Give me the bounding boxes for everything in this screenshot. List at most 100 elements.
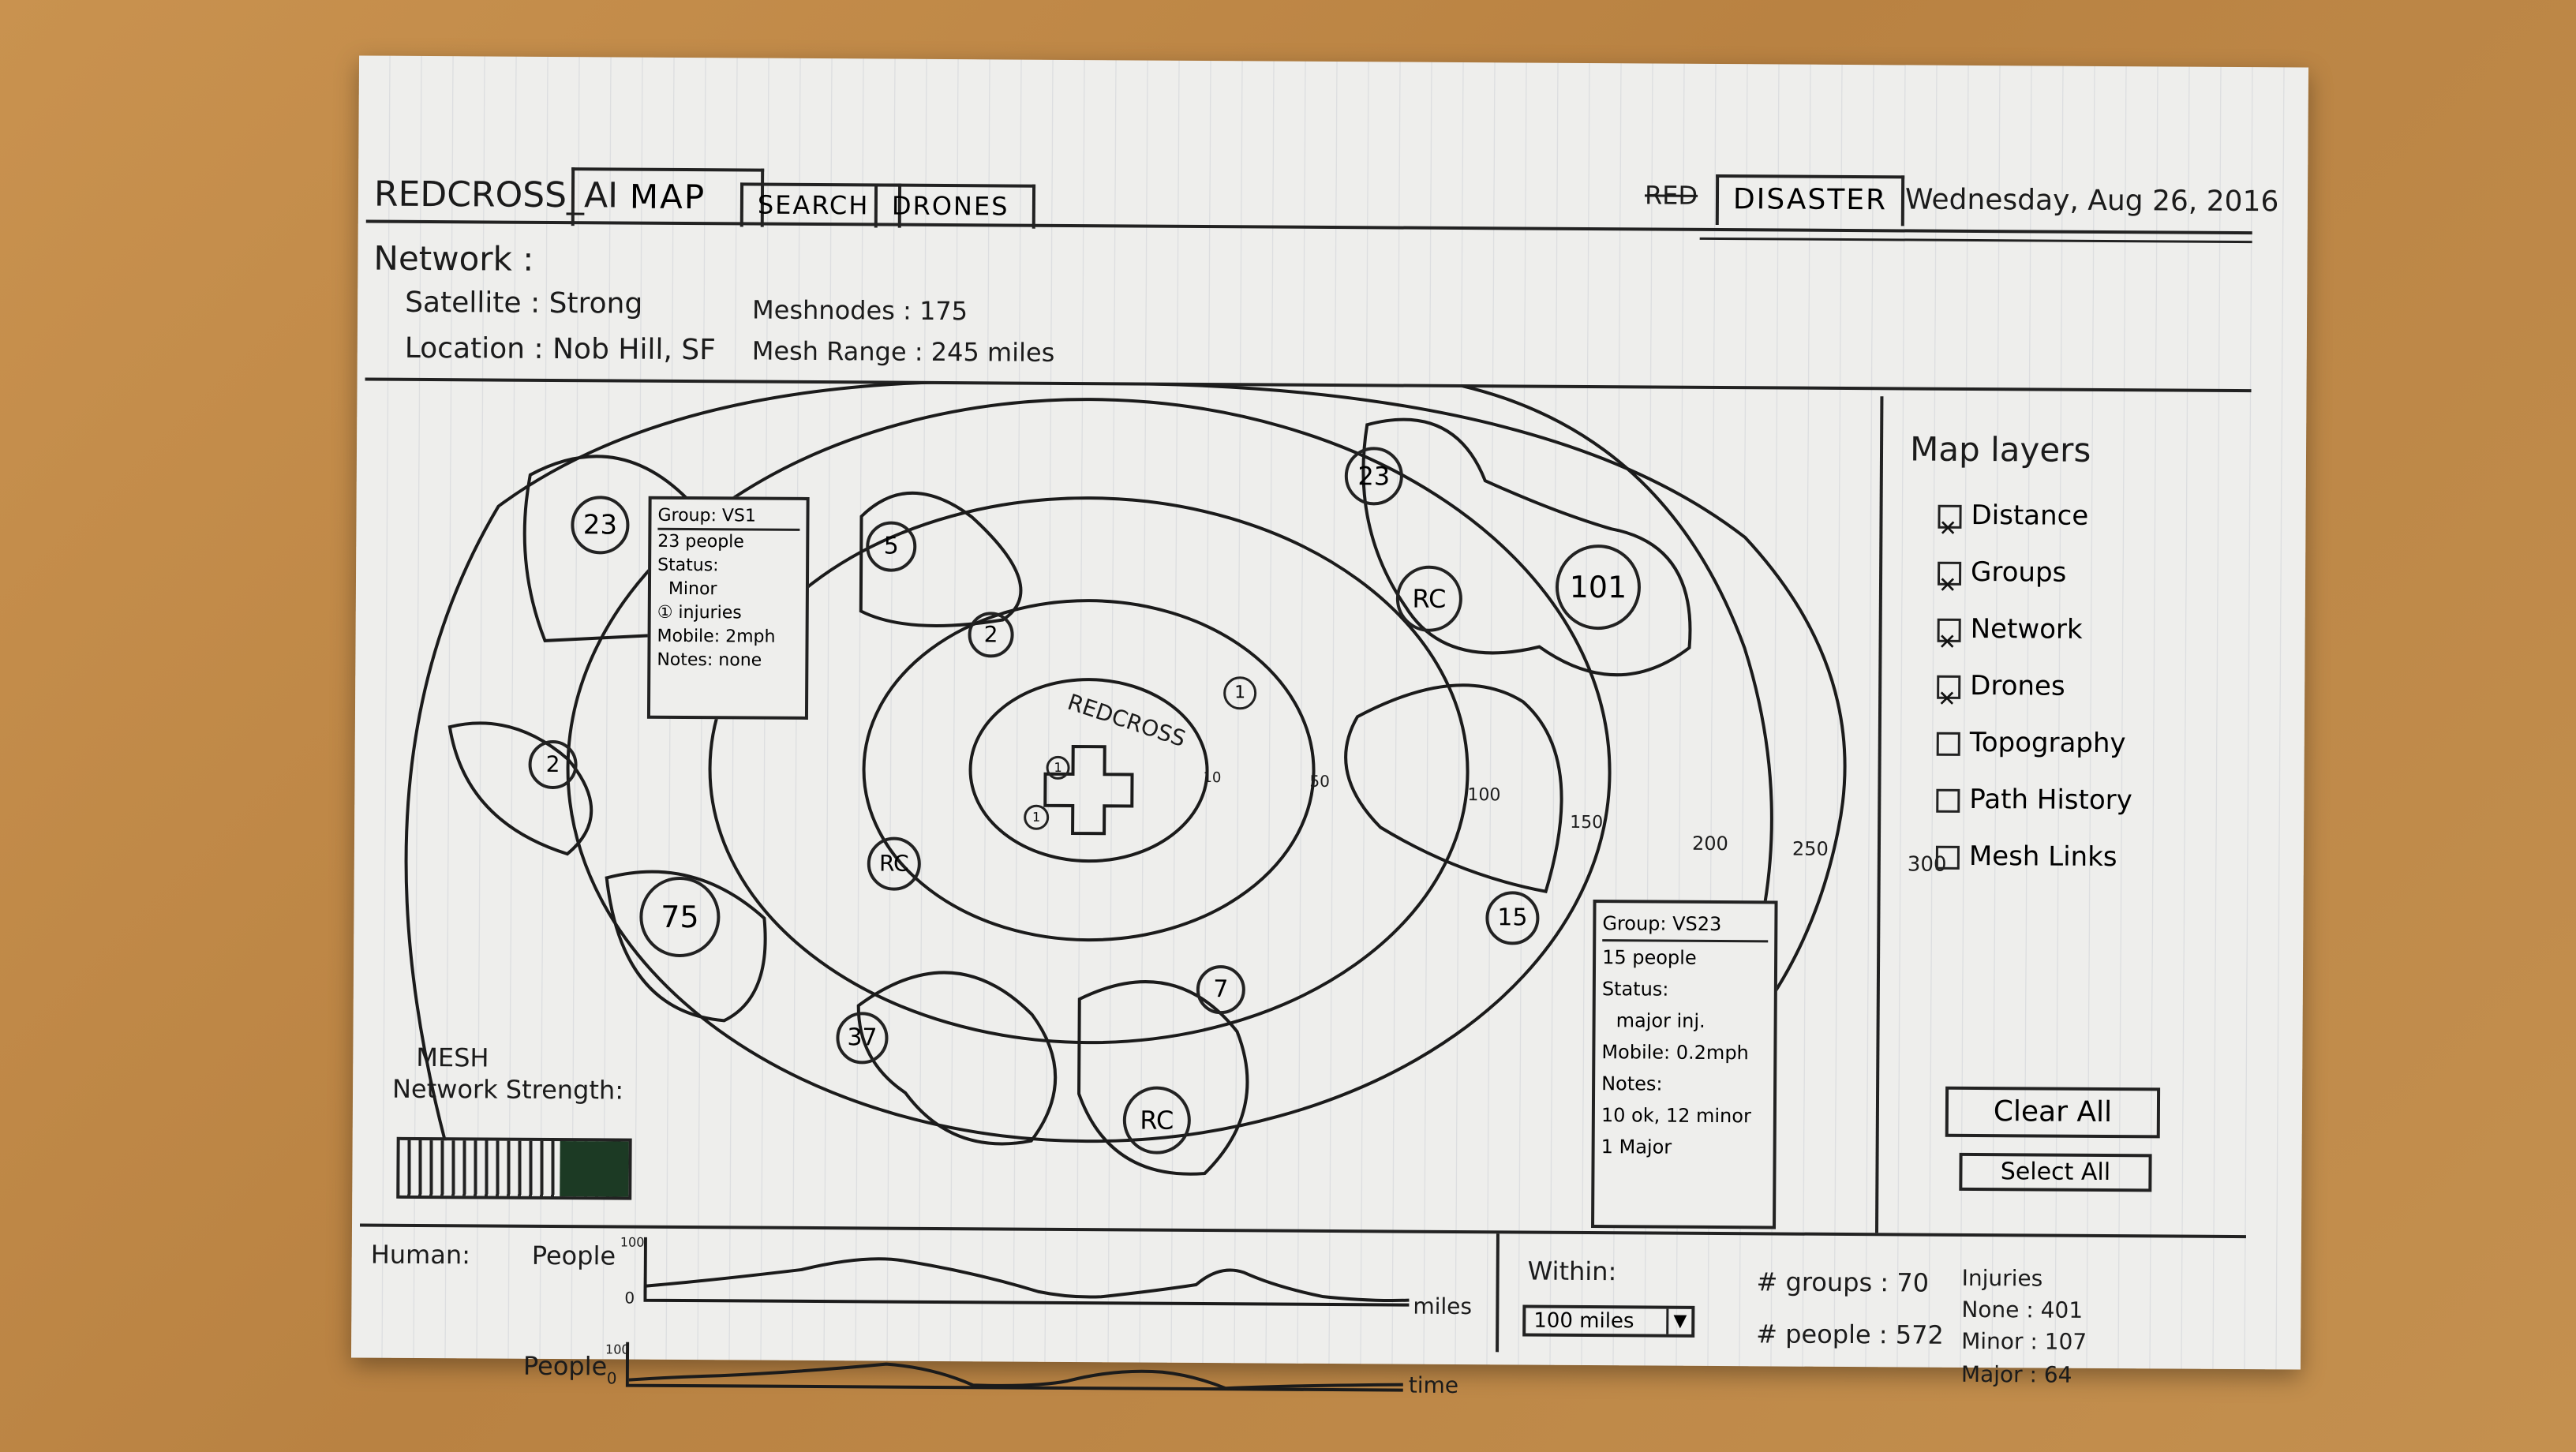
- mesh-strength-label: Network Strength:: [391, 1073, 624, 1106]
- distance-ring-50: [862, 599, 1316, 942]
- map-node[interactable]: 23: [1344, 447, 1404, 506]
- ring-label: 100: [1467, 785, 1501, 806]
- popup-line: 1 Major: [1601, 1136, 1672, 1158]
- chart1-ymax: 100: [620, 1234, 645, 1250]
- popup-title: Group: VS23: [1602, 908, 1769, 943]
- map-node-rc[interactable]: RC: [1122, 1086, 1192, 1154]
- chart2-xlabel: time: [1408, 1372, 1459, 1399]
- within-label: Within:: [1527, 1256, 1617, 1287]
- layers-title: Map layers: [1909, 429, 2091, 470]
- layer-label: Distance: [1971, 499, 2089, 532]
- map-node[interactable]: 7: [1196, 964, 1246, 1015]
- layer-item[interactable]: Topography: [1936, 714, 2133, 773]
- group-region-6: [856, 971, 1058, 1146]
- distance-ring-150: [566, 398, 1612, 1143]
- chevron-down-icon: ▼: [1666, 1308, 1687, 1334]
- layer-item[interactable]: Drones: [1937, 657, 2133, 716]
- map-node[interactable]: 1: [1046, 755, 1070, 780]
- popup-line: Mobile: 2mph: [657, 626, 776, 647]
- mode-struck-label: RED: [1644, 180, 1698, 211]
- layer-label: Groups: [1970, 556, 2067, 589]
- mesh-range: Mesh Range : 245 miles: [751, 335, 1055, 368]
- stats-divider: [1496, 1233, 1500, 1353]
- layer-item[interactable]: Network: [1937, 601, 2133, 659]
- layer-item[interactable]: Mesh Links: [1935, 828, 2132, 886]
- map-node[interactable]: 75: [639, 876, 721, 958]
- tab-map[interactable]: MAP: [571, 167, 765, 227]
- network-title: Network :: [373, 238, 534, 279]
- chart1-ylabel: People: [531, 1240, 616, 1271]
- layer-label: Path History: [1969, 783, 2132, 817]
- location-status: Location : Nob Hill, SF: [404, 331, 716, 367]
- layer-checkbox[interactable]: [1938, 504, 1962, 529]
- map-node[interactable]: 2: [968, 612, 1014, 658]
- layer-checkbox[interactable]: [1936, 788, 1960, 813]
- layer-item[interactable]: Distance: [1938, 487, 2134, 545]
- map-node[interactable]: 1: [1024, 804, 1050, 830]
- popup-title: Group: VS1: [657, 503, 800, 531]
- popup-line: 15 people: [1602, 946, 1697, 969]
- people-time-chart: [625, 1342, 1403, 1392]
- mesh-strength-bar: [396, 1136, 632, 1200]
- map-node[interactable]: 2: [528, 739, 578, 790]
- within-dropdown[interactable]: 100 miles ▼: [1522, 1304, 1695, 1338]
- within-value: 100 miles: [1533, 1308, 1634, 1334]
- mode-disaster-button[interactable]: DISASTER: [1715, 174, 1905, 226]
- clear-all-button[interactable]: Clear All: [1945, 1086, 2161, 1139]
- group-region-8: [1344, 683, 1563, 893]
- layer-checkbox[interactable]: [1938, 561, 1962, 586]
- layer-label: Topography: [1969, 726, 2126, 760]
- group-region-2: [859, 491, 1023, 627]
- ring-label: 50: [1309, 771, 1330, 791]
- map-node[interactable]: 5: [866, 521, 917, 572]
- chart2-ymin: 0: [606, 1368, 617, 1388]
- ring-label: 150: [1570, 812, 1604, 833]
- popup-line: Mobile: 0.2mph: [1601, 1041, 1749, 1065]
- header-divider-2: [1699, 237, 2252, 244]
- group-region-3: [1361, 417, 1692, 677]
- people-count: # people : 572: [1756, 1319, 1944, 1350]
- layer-checkbox[interactable]: [1937, 618, 1961, 642]
- map-node[interactable]: 37: [836, 1012, 889, 1065]
- select-all-button[interactable]: Select All: [1959, 1152, 2152, 1192]
- map-node-rc[interactable]: RC: [1395, 565, 1463, 633]
- layer-item[interactable]: Path History: [1936, 771, 2132, 829]
- layer-item[interactable]: Groups: [1938, 544, 2134, 602]
- layers-list: DistanceGroupsNetworkDronesTopographyPat…: [1935, 487, 2135, 886]
- chart2-ylabel: People: [522, 1350, 608, 1382]
- injuries-title: Injuries: [1961, 1264, 2043, 1292]
- map-node[interactable]: 23: [571, 496, 630, 555]
- group-region-5: [605, 870, 767, 1023]
- injuries-none: None : 401: [1961, 1296, 2084, 1323]
- ring-label: 200: [1691, 832, 1728, 855]
- mesh-strength-fill: [560, 1141, 629, 1197]
- layer-checkbox[interactable]: [1936, 732, 1960, 756]
- map-node[interactable]: 101: [1555, 544, 1642, 631]
- map-node[interactable]: 15: [1485, 891, 1540, 945]
- header-divider: [365, 219, 2252, 235]
- map-node-rc[interactable]: RC: [867, 836, 922, 891]
- popup-line: Status:: [657, 555, 719, 576]
- groups-count: # groups : 70: [1756, 1267, 1930, 1298]
- current-date: Wednesday, Aug 26, 2016: [1904, 183, 2279, 219]
- group-popup-vs1[interactable]: Group: VS1 23 people Status: Minor ① inj…: [646, 496, 810, 720]
- group-region-7: [1077, 980, 1249, 1176]
- layer-label: Drones: [1970, 669, 2065, 702]
- map-canvas[interactable]: [352, 379, 1873, 1241]
- layer-checkbox[interactable]: [1935, 845, 1960, 870]
- chart1-ymin: 0: [624, 1288, 635, 1308]
- layers-panel-divider: [1874, 396, 1884, 1233]
- chart1-xlabel: miles: [1413, 1293, 1473, 1320]
- mesh-label: MESH: [416, 1042, 489, 1073]
- human-label: Human:: [370, 1239, 471, 1270]
- layer-checkbox[interactable]: [1937, 675, 1961, 699]
- popup-line: Minor: [668, 578, 717, 600]
- map-node[interactable]: 1: [1223, 676, 1257, 710]
- layer-label: Mesh Links: [1968, 840, 2117, 874]
- distance-ring-200: [404, 380, 1847, 1177]
- ring-label: 250: [1792, 837, 1829, 860]
- tab-drones[interactable]: DRONES: [874, 183, 1036, 229]
- popup-line: 10 ok, 12 minor: [1601, 1104, 1751, 1128]
- group-popup-vs23[interactable]: Group: VS23 15 people Status: major inj.…: [1591, 900, 1778, 1229]
- people-distance-chart: [643, 1237, 1410, 1307]
